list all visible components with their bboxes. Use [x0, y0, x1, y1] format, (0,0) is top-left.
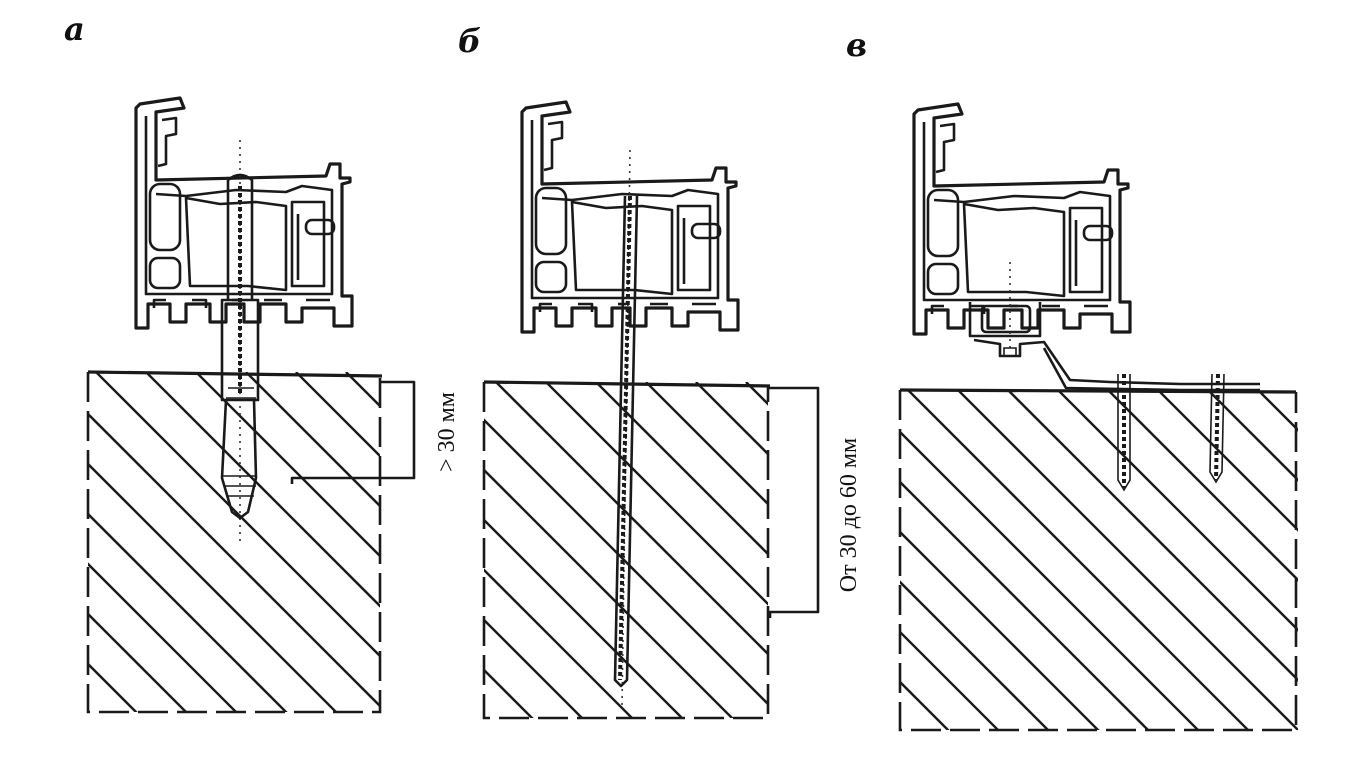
hatchB-line-17 — [996, 382, 1334, 720]
hatchC-line-4 — [900, 530, 1100, 730]
panel-b-window-profile — [520, 100, 740, 334]
hatchB-line-16 — [946, 382, 1284, 720]
hatchB-line-5 — [484, 468, 734, 718]
hatchB-line-8 — [545, 382, 768, 606]
hatchB-line-14 — [846, 382, 1184, 720]
hatchC-line-12 — [1157, 390, 1298, 532]
panel-c-wall — [898, 388, 1356, 732]
hatchC-line-3 — [900, 580, 1050, 730]
panel-c: в — [846, 26, 1356, 732]
hatchB-line-11 — [695, 382, 768, 456]
hatchA-line-2 — [88, 612, 188, 712]
panel-c-mounting-plate — [968, 262, 1260, 392]
hatchB-line-12 — [745, 382, 768, 406]
hatchC-line-14 — [1257, 390, 1298, 432]
panel-c-plate-screw-1 — [1117, 374, 1131, 492]
hatchC-line-8 — [957, 390, 1298, 730]
hatchA-line-11 — [295, 372, 380, 458]
hatchA-line-3 — [88, 562, 238, 712]
panel-a-anchor-dowel — [220, 140, 260, 546]
hatchA-line-5 — [88, 462, 338, 712]
hatchB-line-9 — [595, 382, 768, 556]
panel-a-wall — [0, 370, 1038, 714]
hatchC-line-7 — [907, 390, 1250, 730]
panel-b-dimension: От 30 до 60 мм — [768, 386, 862, 618]
hatchA-line-4 — [88, 512, 288, 712]
hatchB-line-2 — [484, 618, 584, 718]
hatchB-line-15 — [896, 382, 1234, 720]
panel-c-window-profile — [912, 102, 1132, 336]
hatchB-line-10 — [645, 382, 768, 506]
hatchB-line-19 — [1096, 382, 1356, 720]
hatchB-line-3 — [484, 568, 634, 718]
panel-b: б От 30 до 60 мм — [458, 22, 1356, 720]
panel-a-dimension: > 30 мм — [290, 380, 460, 484]
panel-b-wall — [482, 380, 1356, 720]
hatchB-line-7 — [495, 382, 768, 656]
panel-a-window-profile — [134, 96, 354, 330]
panel-c-label: в — [846, 26, 867, 64]
panel-a-dimension-label: > 30 мм — [434, 392, 460, 472]
panel-b-frame-screw — [613, 149, 639, 707]
hatchA-line-6 — [88, 412, 380, 708]
hatchC-line-10 — [1057, 390, 1298, 632]
hatchC-line-6 — [900, 430, 1200, 730]
hatchA-line-8 — [145, 372, 380, 608]
panel-a-label: а — [64, 10, 85, 48]
hatchB-line-6 — [484, 418, 768, 706]
hatchC-line-2 — [900, 630, 1000, 730]
hatchA-line-19 — [696, 372, 1038, 714]
hatchA-line-10 — [245, 372, 380, 508]
panel-b-label: б — [458, 22, 481, 60]
hatchC-line-9 — [1007, 390, 1298, 682]
hatchC-line-11 — [1107, 390, 1298, 582]
panel-c-plate-screw-2 — [1209, 373, 1225, 484]
hatchC-line-15 — [1308, 390, 1356, 732]
hatchC-line-13 — [1207, 390, 1298, 482]
hatchA-line-7 — [95, 372, 380, 658]
hatchC-line-5 — [900, 480, 1150, 730]
panel-b-dimension-label: От 30 до 60 мм — [836, 438, 862, 592]
panel-a: а > 30 мм — [0, 10, 1038, 714]
hatchA-line-15 — [496, 372, 838, 714]
hatchA-line-0 — [0, 372, 88, 714]
hatchA-line-9 — [195, 372, 380, 558]
